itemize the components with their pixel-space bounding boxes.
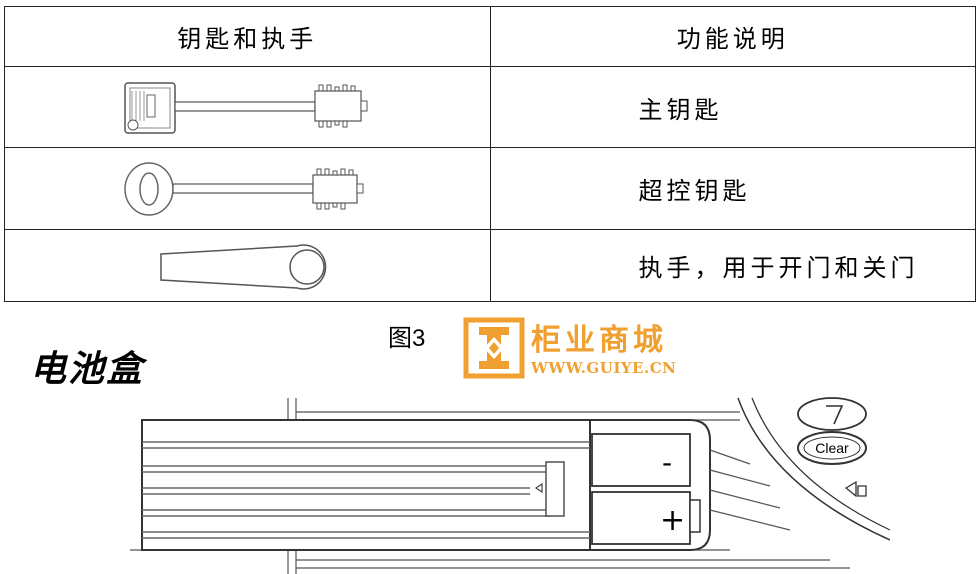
battery-box-diagram: - + Clear bbox=[130, 397, 890, 574]
main-key-function: 主钥匙 bbox=[489, 65, 976, 149]
handle-icon bbox=[160, 243, 327, 290]
watermark-logo: 柜业商城 WWW.GUIYE.CN bbox=[463, 315, 713, 385]
table-row: 主钥匙 bbox=[4, 65, 976, 149]
battery-plus-label: + bbox=[660, 503, 685, 538]
table-row: 执手，用于开门和关门 bbox=[4, 229, 976, 302]
header-keys: 钥匙和执手 bbox=[4, 6, 491, 67]
keys-table: 钥匙和执手 功能说明 主钥匙 bbox=[4, 6, 976, 302]
logo-mark-icon bbox=[463, 317, 525, 379]
override-key-icon bbox=[124, 162, 364, 216]
clear-button[interactable]: Clear bbox=[797, 431, 867, 465]
override-key-function: 超控钥匙 bbox=[489, 147, 976, 231]
clear-button-label: Clear bbox=[815, 440, 849, 456]
table-header-row: 钥匙和执手 功能说明 bbox=[4, 6, 976, 67]
section-title: 电池盒 bbox=[30, 349, 145, 390]
table-row: 超控钥匙 bbox=[4, 147, 976, 231]
figure-caption: 图3 bbox=[388, 325, 426, 352]
main-key-icon bbox=[124, 82, 368, 134]
battery-minus-label: - bbox=[662, 446, 672, 479]
handle-function: 执手，用于开门和关门 bbox=[489, 229, 976, 302]
main-key-cell bbox=[4, 65, 491, 149]
handle-cell bbox=[4, 229, 491, 302]
header-function: 功能说明 bbox=[489, 6, 976, 67]
logo-url: WWW.GUIYE.CN bbox=[531, 359, 677, 377]
override-key-cell bbox=[4, 147, 491, 231]
logo-name: 柜业商城 bbox=[531, 323, 667, 358]
